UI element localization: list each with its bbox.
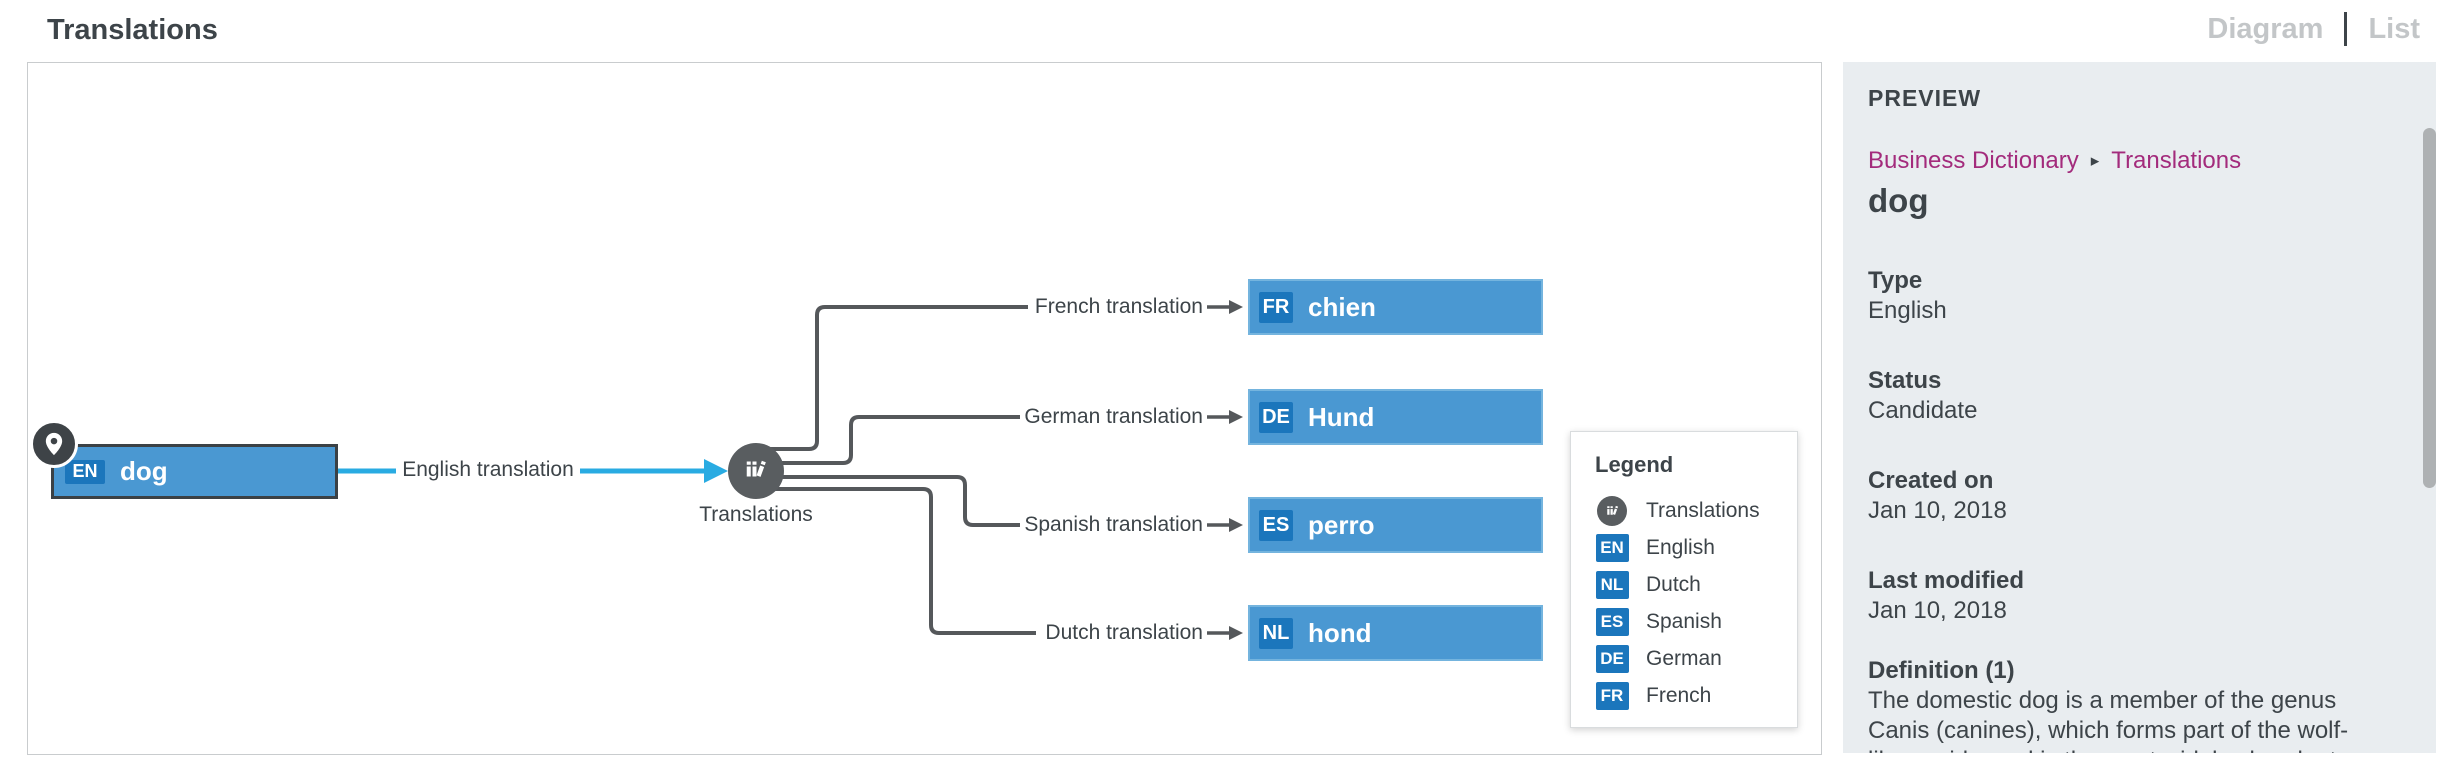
sidebar-scrollbar-thumb[interactable] <box>2423 128 2436 488</box>
language-badge-de: DE <box>1595 644 1629 673</box>
node-translation-spanish[interactable]: ES perro <box>1248 497 1543 553</box>
edge-label-german: German translation <box>958 389 1248 445</box>
node-translation-german[interactable]: DE Hund <box>1248 389 1543 445</box>
location-pin-icon <box>30 420 78 468</box>
diagram-canvas: EN dog English translation <box>27 62 1822 755</box>
arrow-right-icon <box>1207 410 1243 424</box>
edge-english-arrowhead <box>704 459 728 483</box>
node-translation-french[interactable]: FR chien <box>1248 279 1543 335</box>
breadcrumb-separator-icon: ▸ <box>2090 151 2100 170</box>
language-badge-en: EN <box>65 459 105 484</box>
legend-item-german: DE German <box>1595 640 1797 677</box>
node-term-label: Hund <box>1308 401 1375 432</box>
language-badge-nl: NL <box>1595 570 1629 599</box>
legend-panel: Legend Translations EN English NL Dutch <box>1570 431 1798 728</box>
field-type: Type English <box>1868 267 1947 324</box>
legend-title: Legend <box>1595 452 1674 477</box>
legend-item-translations: Translations <box>1595 492 1797 529</box>
breadcrumb: Business Dictionary ▸ Translations <box>1868 146 2436 176</box>
node-term-label: chien <box>1308 291 1376 322</box>
breadcrumb-translations[interactable]: Translations <box>2111 147 2242 174</box>
edge-label-english: English translation <box>378 458 598 482</box>
field-created-on: Created on Jan 10, 2018 <box>1868 467 2007 524</box>
legend-item-english: EN English <box>1595 529 1797 566</box>
node-term-label: dog <box>120 456 168 486</box>
node-source-term[interactable]: EN dog <box>51 444 338 499</box>
preview-panel: PREVIEW Business Dictionary ▸ Translatio… <box>1843 62 2436 753</box>
connector-german <box>756 415 1026 465</box>
language-badge-es: ES <box>1259 509 1293 541</box>
node-term-label: perro <box>1308 509 1375 540</box>
node-translation-dutch[interactable]: NL hond <box>1248 605 1543 661</box>
tab-list[interactable]: List <box>2368 12 2420 45</box>
node-term-label: hond <box>1308 617 1372 648</box>
connector-spanish <box>756 475 1028 527</box>
connector-dutch <box>756 487 1036 635</box>
language-badge-en: EN <box>1595 533 1629 562</box>
page-title: Translations <box>47 14 218 46</box>
language-badge-es: ES <box>1595 607 1629 636</box>
tab-diagram[interactable]: Diagram <box>2207 12 2324 45</box>
books-icon <box>741 454 771 489</box>
language-badge-fr: FR <box>1259 291 1293 323</box>
view-switcher: Diagram List <box>2207 12 2420 46</box>
breadcrumb-business-dictionary[interactable]: Business Dictionary <box>1868 147 2079 174</box>
field-last-modified: Last modified Jan 10, 2018 <box>1868 567 2025 624</box>
language-badge-de: DE <box>1259 401 1293 433</box>
field-status: Status Candidate <box>1868 367 1978 424</box>
field-definition: Definition (1) The domestic dog is a mem… <box>1868 657 2349 753</box>
legend-item-spanish: ES Spanish <box>1595 603 1797 640</box>
edge-label-french: French translation <box>958 279 1248 335</box>
translations-hub-node[interactable] <box>728 443 784 499</box>
tab-separator <box>2344 12 2348 46</box>
term-heading: dog <box>1868 182 1929 219</box>
connector-french <box>756 305 1028 451</box>
arrow-right-icon <box>1207 626 1243 640</box>
diagram-connectors <box>338 305 1036 635</box>
legend-item-french: FR French <box>1595 677 1797 714</box>
books-icon <box>1597 495 1627 526</box>
edge-label-dutch: Dutch translation <box>958 605 1248 661</box>
preview-panel-title: PREVIEW <box>1868 85 1982 111</box>
legend-item-dutch: NL Dutch <box>1595 566 1797 603</box>
arrow-right-icon <box>1207 300 1243 314</box>
language-badge-fr: FR <box>1595 681 1629 710</box>
language-badge-nl: NL <box>1259 617 1293 649</box>
arrow-right-icon <box>1207 518 1243 532</box>
edge-label-spanish: Spanish translation <box>958 497 1248 553</box>
hub-label: Translations <box>699 503 813 526</box>
